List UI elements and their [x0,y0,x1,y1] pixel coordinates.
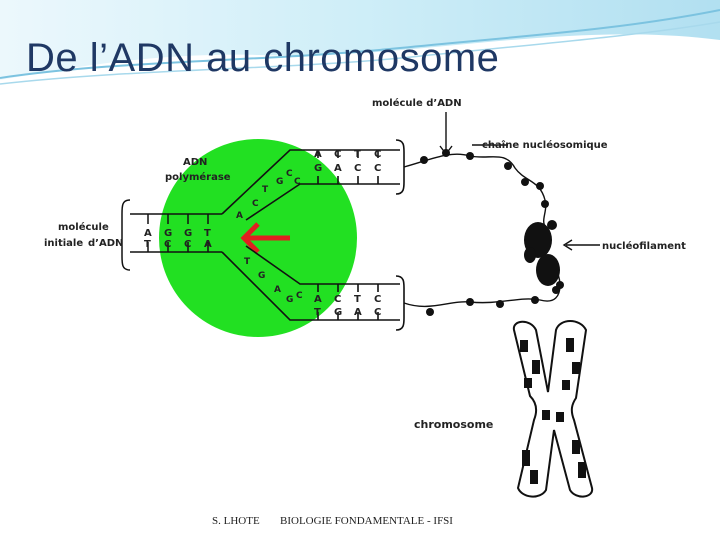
header-wave-band [0,0,720,85]
base-label: G [334,307,342,318]
base-label: C [334,294,341,305]
nucleosome-chain-label: chaîne nucléosomique [482,139,608,151]
footer-author: S. LHOTE [212,515,260,527]
base-label: C [354,163,361,174]
base-label: C [286,169,293,179]
right-labels: molécule d’ADN chaîne nucléosomique nucl… [372,97,686,431]
daughter-upper-bases: A C T C G A C C [314,149,381,174]
base-label: C [296,291,303,301]
base-label: A [236,211,243,221]
chromosome-texture [520,338,586,484]
base-label: T [204,228,211,239]
base-label: C [374,163,381,174]
base-label: G [314,163,322,174]
base-label: G [276,177,283,187]
base-label: C [294,177,301,187]
fork-bases: A C T G C C T G A G C [236,169,303,305]
base-label: T [244,257,251,267]
base-label: A [204,239,212,250]
dna-molecule-label: molécule d’ADN [372,97,462,109]
footer-course: BIOLOGIE FONDAMENTALE - IFSI [280,515,453,527]
base-label: A [334,163,342,174]
initial-molecule-label: molécule [58,221,109,233]
polymerase-label: ADN [183,157,207,168]
base-label: C [374,149,381,160]
initial-molecule-label: d’ADN [88,238,123,249]
base-label: G [164,228,172,239]
chromosome-label: chromosome [414,418,493,431]
initial-molecule-label: initiale [44,238,83,249]
base-label: T [262,185,269,195]
base-label: A [274,285,281,295]
figure-background [33,93,705,501]
initial-dna-segment [121,199,222,271]
base-label: C [374,307,381,318]
base-label: C [184,239,191,250]
base-label: T [354,149,361,160]
base-label: C [252,199,259,209]
nucleofilament [524,220,564,289]
base-label: G [184,228,192,239]
base-label: C [334,149,341,160]
base-label: A [144,228,152,239]
base-label: G [286,295,293,305]
base-label: T [144,239,151,250]
daughter-lower-bases: A C T C T G A C [314,294,381,318]
base-label: A [314,294,322,305]
base-label: G [258,271,265,281]
nucleosome-beads [420,149,560,316]
direction-arrow-icon [240,222,290,254]
base-label: T [354,294,361,305]
polymerase-label: polymérase [165,171,231,183]
initial-bases: A G G T T C C A [144,228,212,250]
base-label: C [374,294,381,305]
base-label: T [314,307,321,318]
left-labels: ADN polymérase molécule initiale d’ADN [44,157,231,249]
slide-title: De l’ADN au chromosome [26,36,500,80]
base-label: A [314,149,322,160]
nucleofilament-label: nucléofilament [602,240,686,252]
base-label: A [354,307,362,318]
base-label: C [164,239,171,250]
